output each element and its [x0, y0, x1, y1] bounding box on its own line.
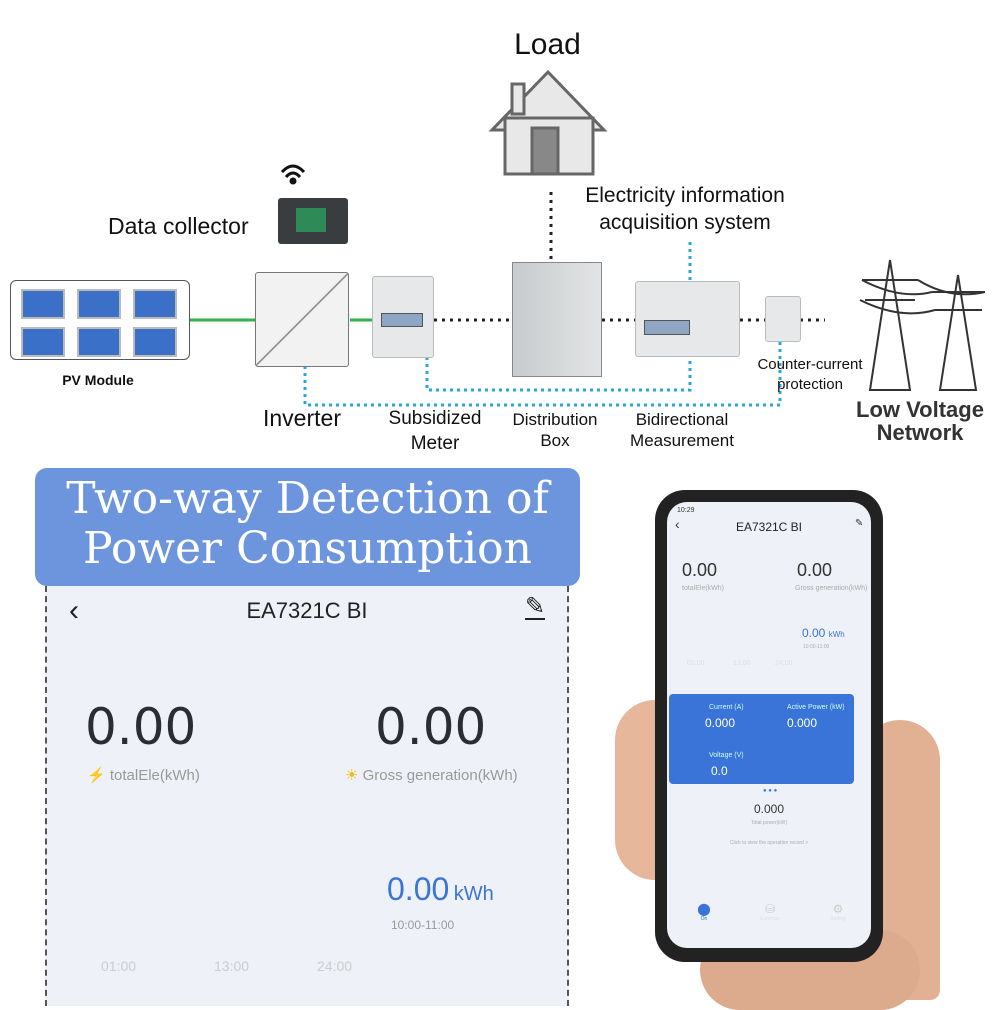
sun-icon: ☀: [345, 767, 359, 784]
chart-tick: 13:00: [214, 958, 250, 974]
active-power-value: 0.000: [787, 716, 818, 730]
hour-range: 10:00-11:00: [391, 918, 455, 932]
diagram-lines: [190, 69, 986, 407]
nav-label: On: [700, 916, 708, 922]
lightning-icon: ⚡: [87, 767, 106, 784]
pv-module: [10, 280, 190, 360]
headline-banner: Two-way Detection of Power Consumption: [35, 468, 580, 586]
gross-generation-label: Gross generation(kWh): [362, 767, 518, 784]
phone-edit-icon[interactable]: ✎: [855, 518, 864, 529]
nav-setting[interactable]: ⚙Setting: [823, 902, 853, 922]
phone-tick: 01:00: [687, 660, 705, 667]
chart-tick: 01:00: [101, 958, 137, 974]
electricity-info-label-2: acquisition system: [599, 211, 771, 234]
phone-hour-unit: kWh: [828, 630, 845, 639]
total-power-value: 0.000: [753, 802, 785, 816]
carousel-dots[interactable]: ● ● ●: [763, 788, 778, 794]
phone-tick: 24:00: [775, 660, 793, 667]
phone-gross-label: Gross generation(kWh): [795, 585, 868, 592]
toggle-icon: ⬤: [697, 902, 711, 916]
current-label: Current (A): [709, 704, 744, 711]
data-collector-device: [278, 198, 348, 244]
current-value: 0.000: [705, 716, 736, 730]
phone-total-value: 0.00: [682, 560, 718, 580]
wifi-icon: [280, 164, 306, 185]
pv-module-label: PV Module: [62, 372, 134, 388]
headline-line-1: Two-way Detection of: [66, 473, 549, 524]
inverter-device: [255, 272, 349, 367]
phone-screen: 10:29 ‹ EA7321C BI ✎ 0.00 totalEle(kWh) …: [667, 502, 871, 948]
readings-card[interactable]: Current (A) 0.000 Active Power (kW) 0.00…: [669, 694, 854, 784]
inverter-label: Inverter: [263, 405, 341, 431]
phone-title: EA7321C BI: [735, 520, 803, 534]
phone-tick: 13:00: [733, 660, 751, 667]
electricity-info-label-1: Electricity information: [585, 184, 785, 207]
operation-record-link[interactable]: Click to view the operation record >: [729, 840, 809, 846]
active-power-label: Active Power (kW): [787, 704, 845, 711]
status-time: 10:29: [677, 507, 695, 514]
low-voltage-label-1: Low Voltage: [856, 397, 984, 422]
phone-total-label: totalEle(kWh): [682, 585, 725, 592]
load-label: Load: [514, 28, 581, 61]
subsidized-label-2: Meter: [410, 433, 460, 454]
total-ele-label: totalEle(kWh): [109, 767, 200, 784]
phone-back-icon[interactable]: ‹: [675, 516, 680, 532]
counter-current-device: [765, 296, 801, 342]
subsidized-label-1: Subsidized: [388, 408, 482, 429]
distribution-label-1: Distribution: [512, 410, 598, 429]
bidirectional-label-2: Measurement: [630, 431, 734, 450]
voltage-label: Voltage (V): [709, 752, 744, 759]
counter-current-label-1: Counter-current: [757, 356, 863, 373]
device-title: EA7321C BI: [246, 598, 368, 623]
distribution-label-2: Box: [540, 431, 570, 450]
chart-tick: 24:00: [317, 958, 353, 974]
gross-generation-value: 0.00: [375, 698, 487, 756]
phone-gross-value: 0.00: [797, 560, 833, 580]
nav-on[interactable]: ⬤On: [689, 902, 719, 922]
phone-hour-value: 0.00: [802, 626, 826, 640]
subsidized-meter-device: [372, 276, 434, 358]
hour-energy-unit: kWh: [453, 883, 494, 905]
smartphone: 10:29 ‹ EA7321C BI ✎ 0.00 totalEle(kWh) …: [655, 490, 883, 962]
back-icon[interactable]: ‹: [69, 594, 79, 627]
house-icon: [488, 69, 608, 176]
distribution-box-device: [512, 262, 602, 377]
phone-hour-range: 10:00-11:00: [803, 644, 830, 650]
app-screen-enlarged: ‹ EA7321C BI ✎ 0.00 ⚡ totalEle(kWh) 0.00…: [45, 586, 569, 1006]
total-power-label: Total power(kW): [750, 820, 788, 826]
nav-expense[interactable]: ⛁Expense: [755, 902, 785, 922]
counter-current-label-2: protection: [777, 376, 843, 393]
bidirectional-label-1: Bidirectional: [635, 410, 729, 429]
gear-icon: ⚙: [832, 902, 844, 916]
hour-energy-value: 0.00: [387, 871, 450, 907]
nav-label: Expense: [760, 916, 780, 922]
coins-icon: ⛁: [764, 902, 776, 916]
total-ele-value: 0.00: [85, 698, 197, 756]
edit-icon[interactable]: ✎: [525, 593, 546, 620]
bidirectional-meter-device: [635, 281, 740, 357]
power-tower-icon: [859, 259, 986, 391]
data-collector-label: Data collector: [108, 213, 249, 239]
headline-line-2: Power Consumption: [83, 523, 532, 574]
nav-label: Setting: [830, 916, 846, 922]
voltage-value: 0.0: [711, 764, 728, 778]
low-voltage-label-2: Network: [876, 420, 964, 445]
